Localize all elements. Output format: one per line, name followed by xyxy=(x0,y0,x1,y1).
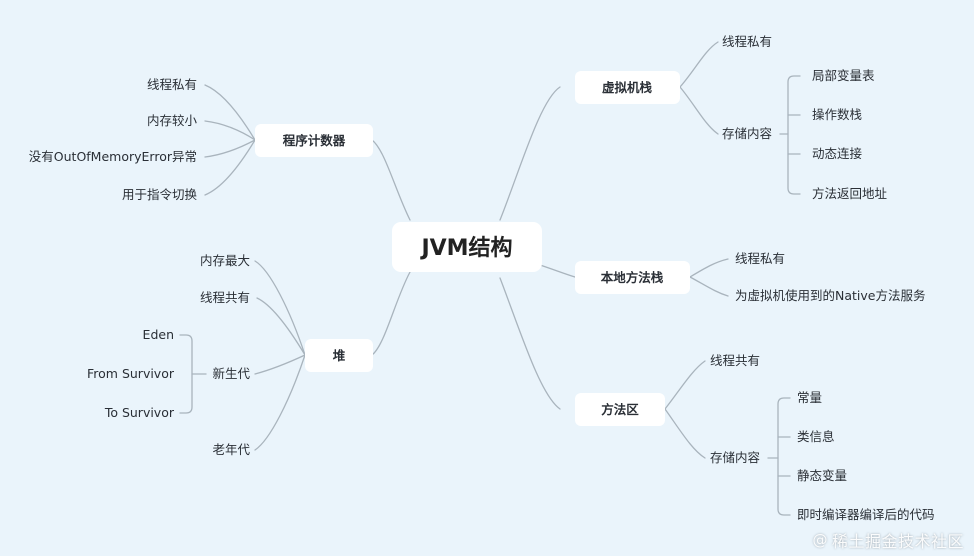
connector xyxy=(664,408,706,459)
watermark-text: 稀土掘金技术社区 xyxy=(831,532,964,551)
leaf-label: 动态连接 xyxy=(812,146,863,161)
leaf-label: 线程共有 xyxy=(710,353,760,368)
leaf-label: 线程共有 xyxy=(200,290,250,305)
connector xyxy=(371,271,411,356)
leaf-label: 操作数栈 xyxy=(812,107,862,122)
connector xyxy=(256,297,306,356)
leaf-label: 线程私有 xyxy=(147,77,197,92)
connector xyxy=(499,86,561,221)
leaf-label: 线程私有 xyxy=(722,34,772,49)
leaf-label: 线程私有 xyxy=(735,251,785,266)
root-label: JVM结构 xyxy=(419,235,512,261)
connector xyxy=(689,258,729,278)
connector xyxy=(539,264,576,278)
leaf-label: 内存较小 xyxy=(147,113,198,128)
watermark-at: @ xyxy=(812,531,828,549)
connector xyxy=(679,86,719,135)
leaf-label: 静态变量 xyxy=(797,468,847,483)
branch-label: 本地方法栈 xyxy=(601,270,664,285)
connector xyxy=(254,354,306,451)
branch-label: 虚拟机栈 xyxy=(602,80,653,95)
leaf-label: 用于指令切换 xyxy=(122,187,198,202)
leaf-label: From Survivor xyxy=(87,366,175,381)
connector xyxy=(204,139,256,196)
branch-label: 方法区 xyxy=(601,402,639,417)
leaf-label: 存储内容 xyxy=(722,126,772,141)
leaf-label: 老年代 xyxy=(212,442,250,457)
branch-method-area[interactable]: 方法区 xyxy=(575,393,665,426)
connector xyxy=(787,75,801,195)
root-node-box xyxy=(392,222,542,272)
branch-label: 堆 xyxy=(333,348,346,363)
connector xyxy=(204,139,256,158)
connector xyxy=(689,276,729,297)
leaf-label: 局部变量表 xyxy=(812,68,875,83)
leaf-label: 没有OutOfMemoryError异常 xyxy=(29,149,197,164)
root-node[interactable]: JVM结构 xyxy=(392,222,542,272)
branch-box xyxy=(575,71,680,104)
branch-native-stack[interactable]: 本地方法栈 xyxy=(575,261,690,294)
leaf-label: 即时编译器编译后的代码 xyxy=(797,507,935,522)
connector xyxy=(204,120,256,141)
leaf-label: 为虚拟机使用到的Native方法服务 xyxy=(735,288,925,303)
connector xyxy=(777,397,791,516)
branch-box xyxy=(575,261,690,294)
leaf-label: 内存最大 xyxy=(200,253,250,268)
leaf-label: To Survivor xyxy=(104,405,175,420)
connector xyxy=(204,84,256,141)
branch-box xyxy=(305,339,373,372)
connector xyxy=(499,277,561,410)
leaf-label: 常量 xyxy=(797,390,822,405)
branch-vm-stack[interactable]: 虚拟机栈 xyxy=(575,71,680,104)
connector xyxy=(179,334,193,414)
connector xyxy=(254,260,306,356)
connector xyxy=(679,41,719,88)
connector xyxy=(254,354,306,375)
leaf-label: 存储内容 xyxy=(710,450,760,465)
connector xyxy=(371,139,411,221)
leaf-label: Eden xyxy=(143,327,174,342)
branch-box xyxy=(575,393,665,426)
connector xyxy=(664,360,706,410)
branch-label: 程序计数器 xyxy=(283,133,346,148)
branch-heap[interactable]: 堆 xyxy=(305,339,373,372)
leaf-label: 类信息 xyxy=(797,429,835,444)
leaf-label: 方法返回地址 xyxy=(812,186,888,201)
branch-box xyxy=(255,124,373,157)
connector-lines xyxy=(179,41,801,516)
watermark: @ 稀土掘金技术社区 xyxy=(812,528,964,552)
branch-program-counter[interactable]: 程序计数器 xyxy=(255,124,373,157)
leaf-label: 新生代 xyxy=(212,366,250,381)
